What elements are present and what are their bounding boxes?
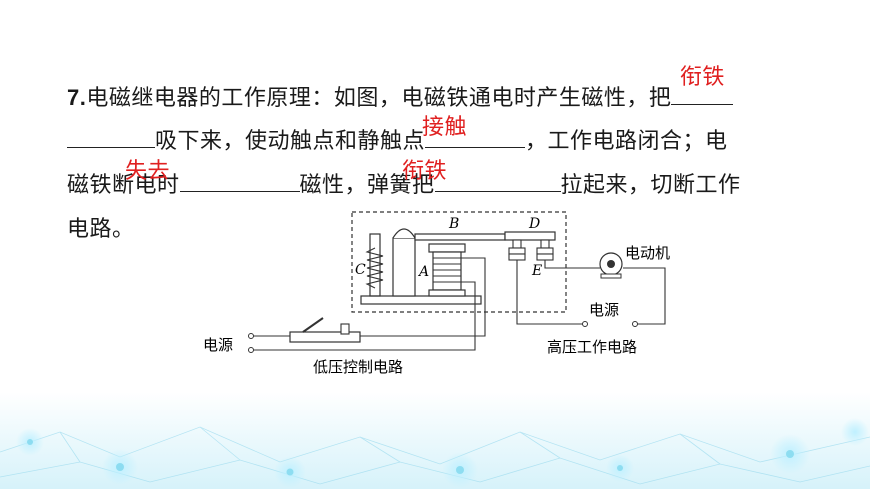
terminal-high-1: [582, 321, 588, 327]
relay-diagram: B D C A E 电动机 电源 电源 低压控制电路 高压工作电路: [203, 211, 670, 376]
answer-blank-3[interactable]: [179, 165, 300, 192]
label-d: D: [528, 216, 540, 232]
decorative-background: [0, 392, 870, 489]
answer-blank-2[interactable]: [425, 121, 526, 148]
low-voltage-switch[interactable]: [248, 317, 361, 353]
relay-base: [360, 295, 482, 305]
label-e: E: [531, 263, 542, 279]
relay-dashed-box: [351, 211, 567, 313]
motor-label: 电动机: [625, 244, 670, 262]
contact-post-2: [540, 239, 550, 249]
wires: [251, 257, 666, 351]
question-text-2b: ，工作电路闭合；电: [525, 129, 728, 154]
power-label-high: 电源: [589, 301, 619, 319]
label-b: B: [448, 216, 459, 232]
moving-contact-d: [504, 231, 556, 241]
static-contact-3: [536, 253, 554, 261]
question-line-1: 7.电磁继电器的工作原理：如图，电磁铁通电时产生磁性，把衔铁: [67, 65, 817, 120]
armature-b: [414, 233, 506, 241]
label-c: C: [355, 262, 366, 278]
armature-post: [392, 237, 416, 297]
core-bottom: [428, 289, 466, 297]
answer-blank-1-cont: [67, 121, 155, 148]
static-contact-e: [508, 253, 526, 261]
answer-2: 接触: [422, 115, 468, 140]
low-circuit-label: 低压控制电路: [313, 358, 403, 376]
power-label-low: 电源: [203, 336, 233, 354]
answer-1: 衔铁: [679, 65, 725, 90]
static-contact-2: [536, 247, 554, 255]
high-circuit-label: 高压工作电路: [547, 338, 637, 356]
question-block: 7.电磁继电器的工作原理：如图，电磁铁通电时产生磁性，把衔铁 吸下来，使动触点和…: [67, 65, 817, 252]
static-contact-1: [508, 247, 526, 255]
contact-post-1: [512, 239, 522, 249]
question-text-4: 电路。: [67, 217, 135, 242]
question-text-3c: 拉起来，切断工作: [560, 173, 741, 198]
question-line-2: 吸下来，使动触点和静触点 ，工作电路闭合；电 接触: [67, 115, 817, 164]
label-a: A: [417, 264, 429, 280]
question-text-1: 电磁继电器的工作原理：如图，电磁铁通电时产生磁性，把: [86, 86, 672, 111]
armature-pivot: [392, 228, 416, 239]
answer-blank-1[interactable]: 衔铁: [671, 65, 734, 105]
coil-windings: [433, 257, 461, 283]
answer-4: 衔铁: [402, 159, 448, 184]
question-line-3: 磁铁断电时 磁性，弹簧把 拉起来，切断工作 失去 衔铁: [67, 159, 817, 208]
core-top: [428, 243, 466, 253]
motor-icon: [599, 252, 623, 279]
question-number: 7.: [67, 85, 87, 110]
answer-blank-4[interactable]: [434, 165, 561, 192]
question-text-2a: 吸下来，使动触点和静触点: [155, 129, 426, 154]
question-text-3a: 磁铁断电时: [67, 173, 180, 198]
question-text-3b: 磁性，弹簧把: [299, 173, 435, 198]
answer-3: 失去: [125, 159, 171, 184]
terminal-high-2: [632, 321, 638, 327]
spring-c: [365, 247, 384, 289]
question-line-4: 电路。: [67, 208, 817, 252]
